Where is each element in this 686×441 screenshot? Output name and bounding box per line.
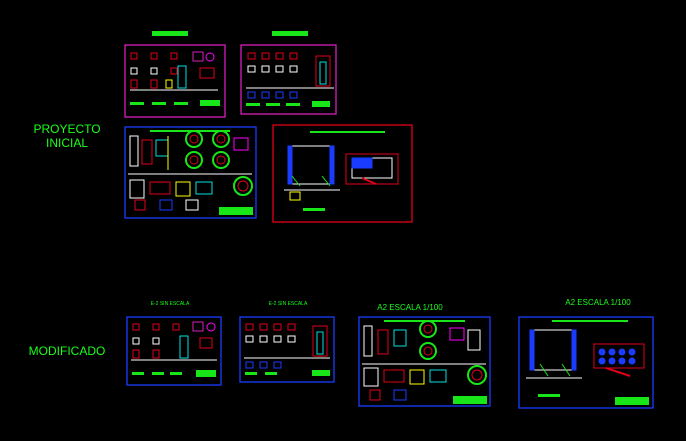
caption-mod-sheet-4: A2 ESCALA 1/100 [565,298,631,307]
modified-sheet-2 [239,316,335,383]
modified-sheet-3 [358,316,491,407]
initial-sheet-3 [124,126,257,219]
initial-sheet-2 [240,31,337,115]
caption-mod-sheet-3: A2 ESCALA 1/100 [377,303,443,312]
label-proyecto: PROYECTO [33,122,100,136]
modified-sheet-1 [126,316,222,386]
modified-sheet-4 [518,316,654,409]
initial-sheet-1 [124,31,226,118]
label-inicial: INICIAL [46,136,88,150]
initial-sheet-4 [272,124,413,223]
caption-mod-sheet-2: E-2 SIN ESCALA [269,301,308,307]
label-modificado: MODIFICADO [29,344,106,358]
caption-mod-sheet-1: E-2 SIN ESCALA [151,301,190,307]
